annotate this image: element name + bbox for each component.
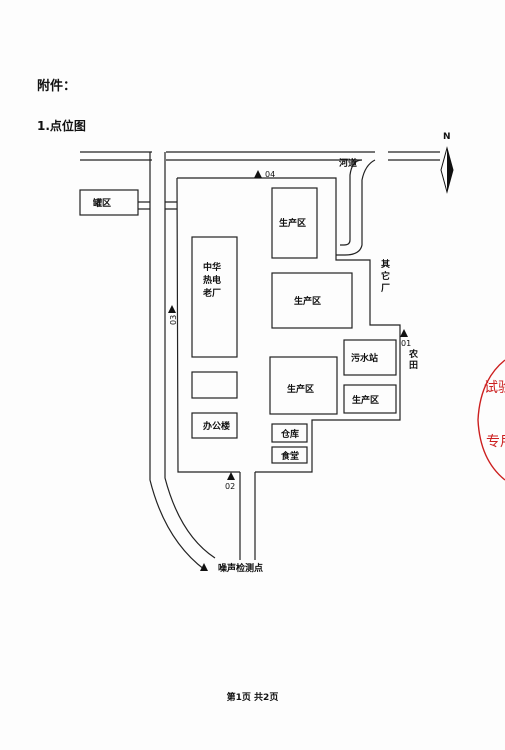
old-plant-label: 中华热电老厂 (202, 261, 221, 299)
red-stamp: 试验 专用 (477, 359, 505, 481)
point-02-label: 02 (225, 482, 235, 491)
point-04-label: 04 (265, 170, 275, 179)
road-left-inner (164, 152, 216, 559)
river-label: 河道 (339, 157, 357, 169)
empty-building (191, 371, 238, 399)
gate-road (239, 472, 256, 560)
legend-label: 噪声检测点 (218, 562, 263, 574)
plant-boundary (176, 177, 401, 473)
canteen-label: 食堂 (280, 450, 299, 462)
warehouse-box (271, 423, 308, 443)
point-02: 02 (225, 472, 235, 491)
stamp-text-1: 试验 (484, 380, 505, 396)
farmland-text: 农田 (408, 348, 419, 371)
old-plant-building (191, 236, 238, 358)
section-title: 1.点位图 (37, 119, 86, 133)
point-01: 01 (400, 329, 411, 348)
point-01-label: 01 (401, 339, 411, 348)
sewage-station-label: 污水站 (351, 352, 378, 364)
legend: 噪声检测点 (200, 562, 263, 574)
production-zone-label-2: 生产区 (294, 295, 321, 307)
other-factory-label: 其它厂 (381, 258, 390, 294)
river-branch (336, 159, 376, 256)
other-factory-text: 其它厂 (381, 258, 390, 294)
production-zone-label-3: 生产区 (287, 383, 314, 395)
point-04: 04 (254, 170, 275, 179)
production-zone-label-1: 生产区 (279, 217, 306, 229)
office-box (191, 412, 238, 439)
tank-connector (138, 201, 177, 210)
road-left-outer (149, 152, 206, 571)
road-top-lower (80, 159, 363, 246)
canteen-box (271, 446, 308, 464)
north-label: N (443, 132, 451, 142)
production-zone-label-4: 生产区 (352, 394, 379, 406)
production-zone-1 (271, 187, 318, 259)
warehouse-label: 仓库 (280, 428, 299, 440)
farmland-label: 农田 (408, 348, 419, 371)
stamp-text-2: 专用 (486, 434, 505, 450)
production-zone-3 (269, 356, 338, 415)
page-footer: 第1页 共2页 (226, 693, 279, 703)
tank-area-label: 罐区 (92, 197, 111, 209)
production-zone-2 (271, 272, 353, 329)
old-plant-text: 中华热电老厂 (202, 261, 221, 299)
point-03: 03 (168, 305, 178, 325)
office-label: 办公楼 (203, 420, 230, 432)
north-arrow: N (440, 132, 454, 194)
attachment-label: 附件： (37, 79, 77, 94)
production-zone-4 (343, 384, 397, 414)
point-03-label: 03 (169, 315, 178, 325)
sewage-station-box (343, 339, 397, 376)
